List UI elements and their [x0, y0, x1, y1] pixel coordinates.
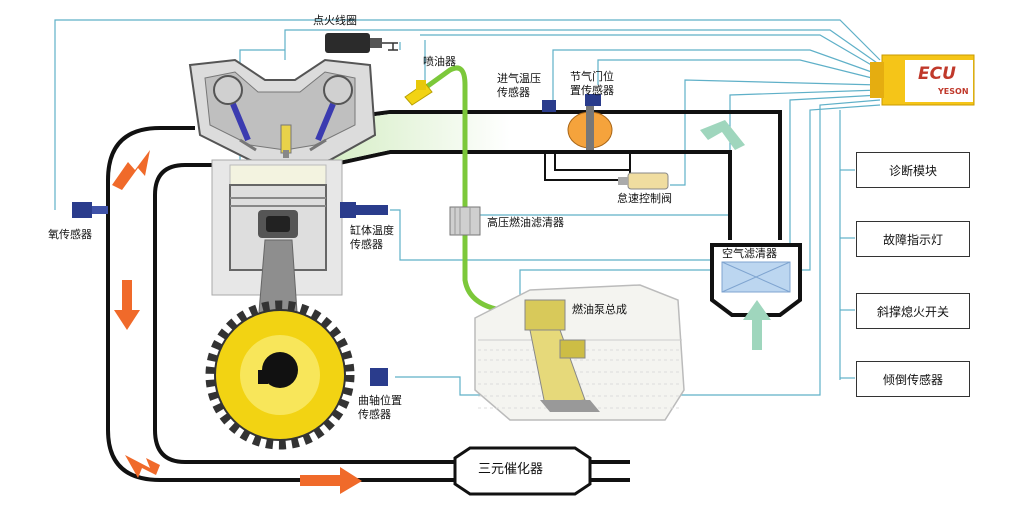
- label-intake-temp-sensor-1: 进气温压: [497, 72, 541, 85]
- ecu-brand: YESON: [938, 87, 969, 96]
- ignition-coil: [325, 33, 398, 53]
- throttle-position-sensor: [585, 94, 601, 106]
- label-crank-sensor-2: 传感器: [358, 408, 391, 421]
- label-throttle-sensor-1: 节气门位: [570, 70, 614, 83]
- fuel-pump-assembly: [524, 299, 600, 412]
- fuel-line: [423, 65, 526, 315]
- ecu-title: ECU: [918, 64, 956, 84]
- throttle-body: [567, 105, 613, 150]
- side-box-diagnostic-module: 诊断模块: [856, 152, 970, 188]
- label-high-pressure-filter: 高压燃油滤清器: [487, 216, 564, 229]
- side-box-fault-indicator: 故障指示灯: [856, 221, 970, 257]
- side-box-kickstand-switch: 斜撑熄火开关: [856, 293, 970, 329]
- high-pressure-fuel-filter: [449, 206, 481, 236]
- label-throttle-sensor-2: 置传感器: [570, 84, 614, 97]
- label-air-filter: 空气滤清器: [722, 247, 777, 260]
- label-oxygen-sensor: 氧传感器: [48, 228, 92, 241]
- oxygen-sensor: [72, 202, 108, 218]
- label-injector: 喷油器: [423, 55, 456, 68]
- label-ignition-coil: 点火线圈: [313, 14, 357, 27]
- injector: [404, 80, 433, 106]
- flywheel: [205, 300, 355, 450]
- label-fuel-pump: 燃油泵总成: [572, 303, 627, 316]
- ecu-unit: [870, 54, 975, 106]
- label-intake-temp-sensor-2: 传感器: [497, 86, 530, 99]
- label-idle-valve: 怠速控制阀: [617, 192, 672, 205]
- ecu-wiring: [54, 19, 881, 396]
- intake-flow-arrows: [700, 120, 771, 350]
- catalytic-converter-body: [453, 446, 592, 496]
- air-filter-unit: [710, 243, 802, 317]
- label-cylinder-temp-sensor-1: 缸体温度: [350, 224, 394, 237]
- cylinder-temp-sensor: [340, 202, 388, 218]
- cylinder-head: [188, 58, 377, 172]
- label-cylinder-temp-sensor-2: 传感器: [350, 238, 383, 251]
- exhaust-flow-arrows: [112, 150, 362, 494]
- spark-plug: [280, 124, 292, 158]
- side-box-tilt-sensor: 倾倒传感器: [856, 361, 970, 397]
- label-catalytic-converter: 三元催化器: [478, 462, 544, 477]
- idle-control-valve: [618, 172, 669, 190]
- label-crank-sensor-1: 曲轴位置: [358, 394, 402, 407]
- crank-position-sensor: [370, 368, 388, 386]
- intake-temp-pressure-sensor: [542, 100, 556, 112]
